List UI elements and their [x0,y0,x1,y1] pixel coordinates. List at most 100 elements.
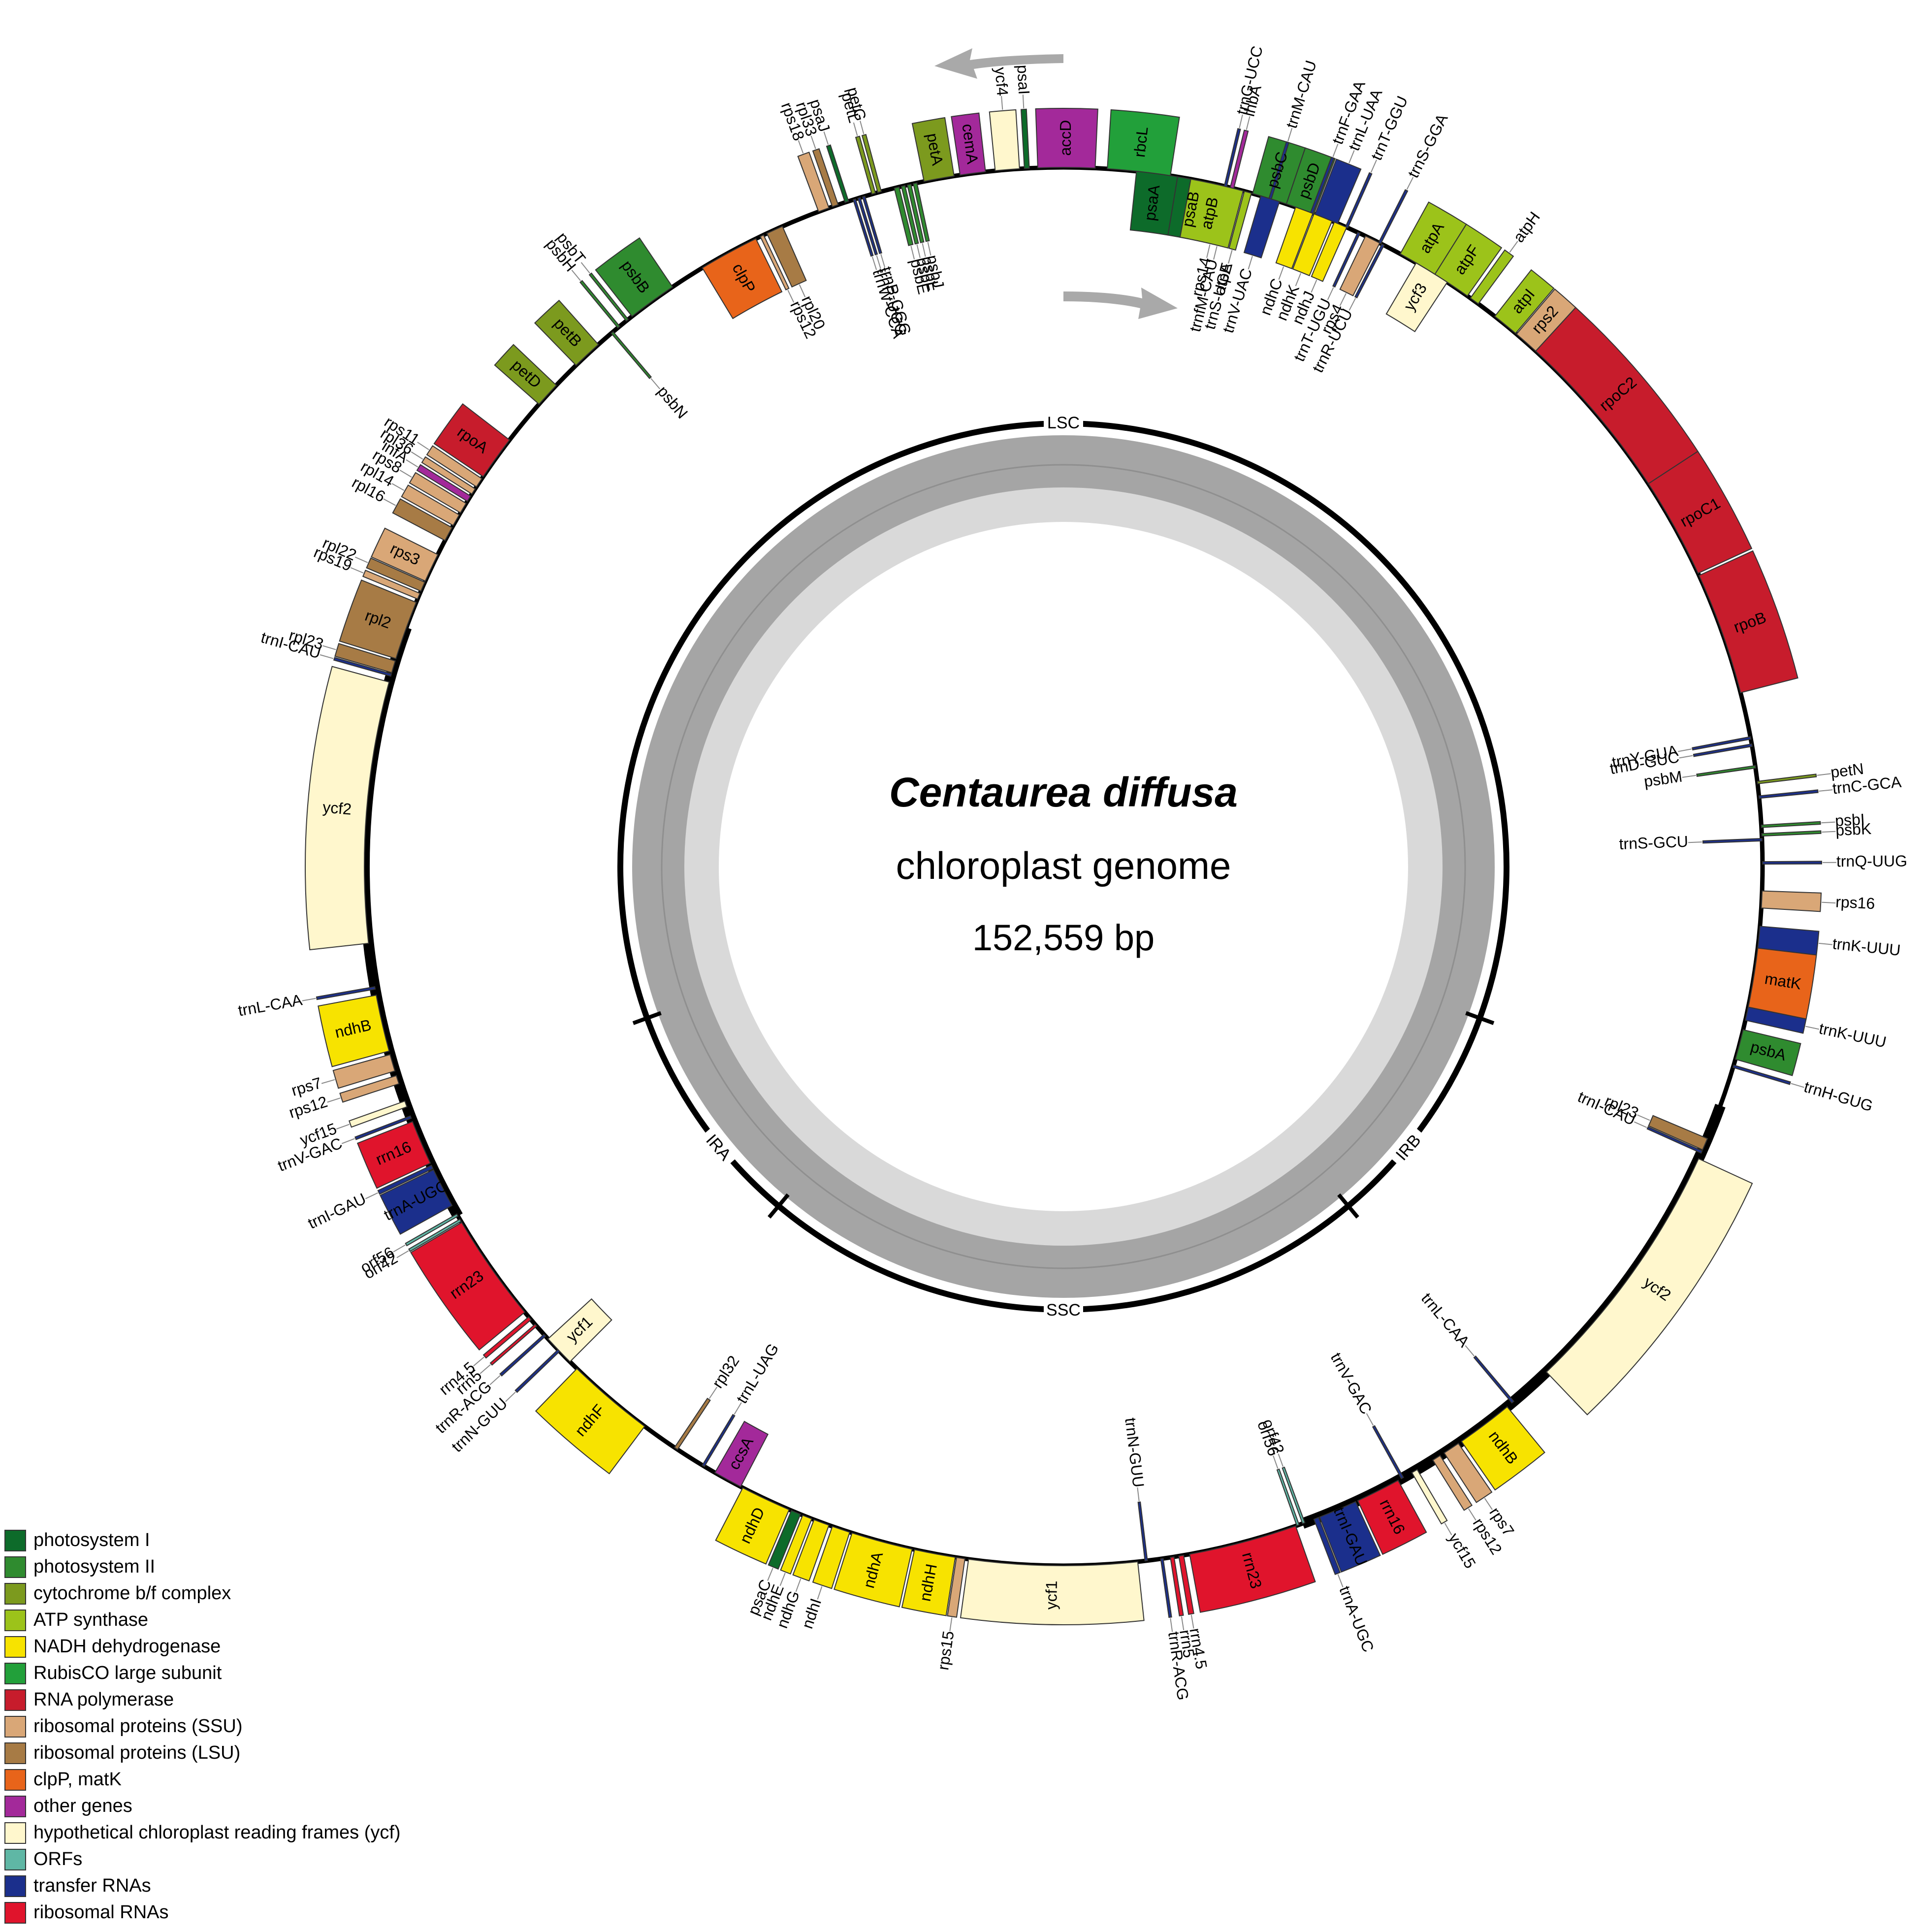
legend-label: transfer RNAs [33,1875,151,1896]
label-leader [1634,1121,1647,1128]
gene-ndhf [535,1368,645,1475]
gene-orf56 [405,1213,459,1247]
label-leader [650,378,661,389]
legend-swatch [4,1663,26,1684]
gene-rpl22 [366,557,426,592]
gene-psbi [1761,821,1821,828]
legend-label: ribosomal proteins (SSU) [33,1716,242,1737]
gene-rpoc1 [1647,451,1753,574]
label-leader [853,122,858,136]
gene-trnn-guu [1137,1501,1148,1562]
label-leader [1001,96,1003,110]
label-leader [473,1356,484,1367]
label-leader [1465,1345,1475,1356]
gene-label: trnQ-UUG [1836,852,1907,870]
gene-label: psbK [1835,820,1871,839]
gene-psbj [912,182,930,242]
legend-swatch [4,1689,26,1711]
region-lsc-text: LSC [1047,414,1080,432]
label-leader [406,459,418,468]
gene-trnv-uac [1243,195,1281,258]
gene-rpl20 [766,225,807,288]
label-leader [1370,160,1377,173]
gene-label: trnL-UAG [733,1340,782,1406]
gene-atpb [1179,178,1244,249]
gene-ndhi [812,1525,851,1589]
legend-swatch [4,1716,26,1738]
gene-ycf1 [547,1298,612,1363]
gene-label: trnL-CAA [1418,1289,1474,1351]
label-leader [1287,128,1293,142]
legend-label: ORFs [33,1849,82,1869]
gene-label: petN [1829,760,1864,781]
gene-psac [768,1510,802,1570]
gene-ndhb [1460,1406,1545,1491]
label-leader [336,1124,350,1130]
legend-swatch [4,1902,26,1924]
label-leader [949,1617,953,1632]
legend-swatch [4,1849,26,1870]
label-leader [910,246,915,259]
gene-ndhb [318,995,390,1067]
label-leader [1295,273,1301,287]
gene-accd [1035,108,1098,169]
label-leader [767,1568,773,1581]
gene-rps7 [332,1054,396,1089]
gene-trnp-ugg [857,197,878,256]
label-leader [505,1391,516,1402]
gene-label: ycf15 [1445,1530,1479,1571]
gene-rps3 [370,527,439,582]
gene-label: trnS-GGA [1404,111,1451,181]
gene-ndha [834,1532,913,1608]
gene-trnd-guc [1693,743,1753,757]
label-leader [1311,279,1317,293]
legend-swatch [4,1769,26,1791]
gene-trna-ugc [380,1169,453,1235]
gene-rpl23 [1648,1115,1708,1151]
label-leader [795,1578,802,1592]
legend-label: photosystem I [33,1530,150,1550]
gene-trnh-gug [1732,1064,1791,1085]
gene-trnt-ugu [1332,231,1361,288]
gene-label: rps16 [1835,893,1876,912]
label-leader [489,1375,501,1385]
label-leader [1509,241,1518,253]
gc-midline [661,464,1466,1269]
label-leader [1327,287,1334,300]
label-leader [1137,1487,1140,1501]
label-leader [876,255,881,269]
gene-trnl-uaa [1314,158,1362,225]
gene-label: rrn5 [1176,1629,1198,1659]
label-leader [1213,246,1218,260]
label-leader [1332,143,1339,157]
gene-psbk [1761,830,1822,837]
label-leader [1637,1114,1650,1121]
gene-label: psbI [1834,810,1865,830]
label-leader [1337,1574,1344,1588]
gene-psbf [900,185,919,245]
gene-rrn23 [1189,1525,1316,1613]
gene-label: accD [1057,120,1074,156]
gene-petl [855,135,876,195]
gene-trni-gau [377,1164,434,1195]
gene-label: ycf1 [1042,1580,1060,1610]
gene-rps11 [426,445,483,488]
genome-subtitle: chloroplast genome [896,844,1231,887]
gene-trni-cau [333,657,392,677]
label-leader [396,1250,409,1258]
gene-rpl32 [674,1397,711,1450]
gene-psaj [826,144,849,203]
legend-label: other genes [33,1796,132,1816]
gene-rps12 [339,1075,400,1103]
legend-label: cytochrome b/f complex [33,1583,231,1604]
gene-label: rps15 [934,1630,957,1671]
gene-track [305,108,1822,1625]
gene-orf42 [1282,1466,1306,1524]
gene-ndhg [792,1519,830,1582]
label-leader [580,262,590,274]
label-leader [1206,244,1211,258]
legend-swatch [4,1822,26,1844]
gene-ndhe [780,1514,813,1575]
gene-label: trnI-GAU [305,1190,369,1232]
label-leader [1817,773,1831,776]
